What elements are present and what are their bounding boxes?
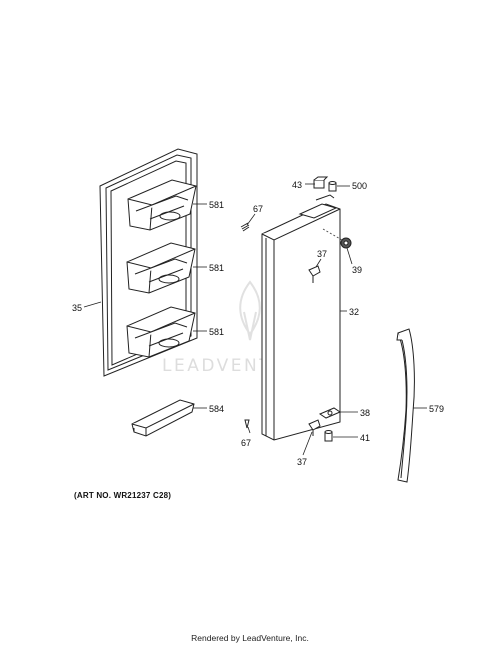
watermark-flame-icon	[239, 280, 261, 341]
refrigerator-door	[261, 194, 341, 441]
hinge-pin-41	[324, 430, 333, 442]
screw-67-bottom	[244, 419, 250, 429]
callout-579: 579	[429, 404, 444, 414]
leader-lines	[83, 183, 427, 456]
door-handle	[396, 328, 415, 483]
callout-labels: 581 581 581 35 584 67 67 43 500 37 39 32…	[72, 180, 444, 467]
callout-67-top: 67	[253, 204, 263, 214]
door-cam-37-top	[308, 265, 321, 283]
callout-37-top: 37	[317, 249, 327, 259]
door-cam-37-bottom	[308, 419, 321, 436]
callout-43: 43	[292, 180, 302, 190]
screw-67-top	[240, 222, 250, 232]
hinge-bracket-38	[318, 407, 342, 419]
callout-581-middle: 581	[209, 263, 224, 273]
door-stop-39	[340, 237, 352, 249]
callout-41: 41	[360, 433, 370, 443]
callout-35: 35	[72, 303, 82, 313]
callout-67-bottom: 67	[241, 438, 251, 448]
door-bin-middle	[126, 242, 196, 294]
bushing-500	[328, 181, 337, 192]
callout-37-bottom: 37	[297, 457, 307, 467]
callout-500: 500	[352, 181, 367, 191]
art-number: (ART NO. WR21237 C28)	[74, 491, 172, 500]
door-bin-bottom	[126, 306, 196, 358]
callout-39: 39	[352, 265, 362, 275]
hinge-cap-43	[313, 176, 329, 189]
rendered-by-footer: Rendered by LeadVenture, Inc.	[191, 633, 309, 643]
callout-581-top: 581	[209, 200, 224, 210]
door-shelf-small	[131, 399, 195, 437]
callout-38: 38	[360, 408, 370, 418]
callout-32: 32	[349, 307, 359, 317]
door-bin-top	[127, 179, 197, 231]
callout-584: 584	[209, 404, 224, 414]
callout-581-bottom: 581	[209, 327, 224, 337]
